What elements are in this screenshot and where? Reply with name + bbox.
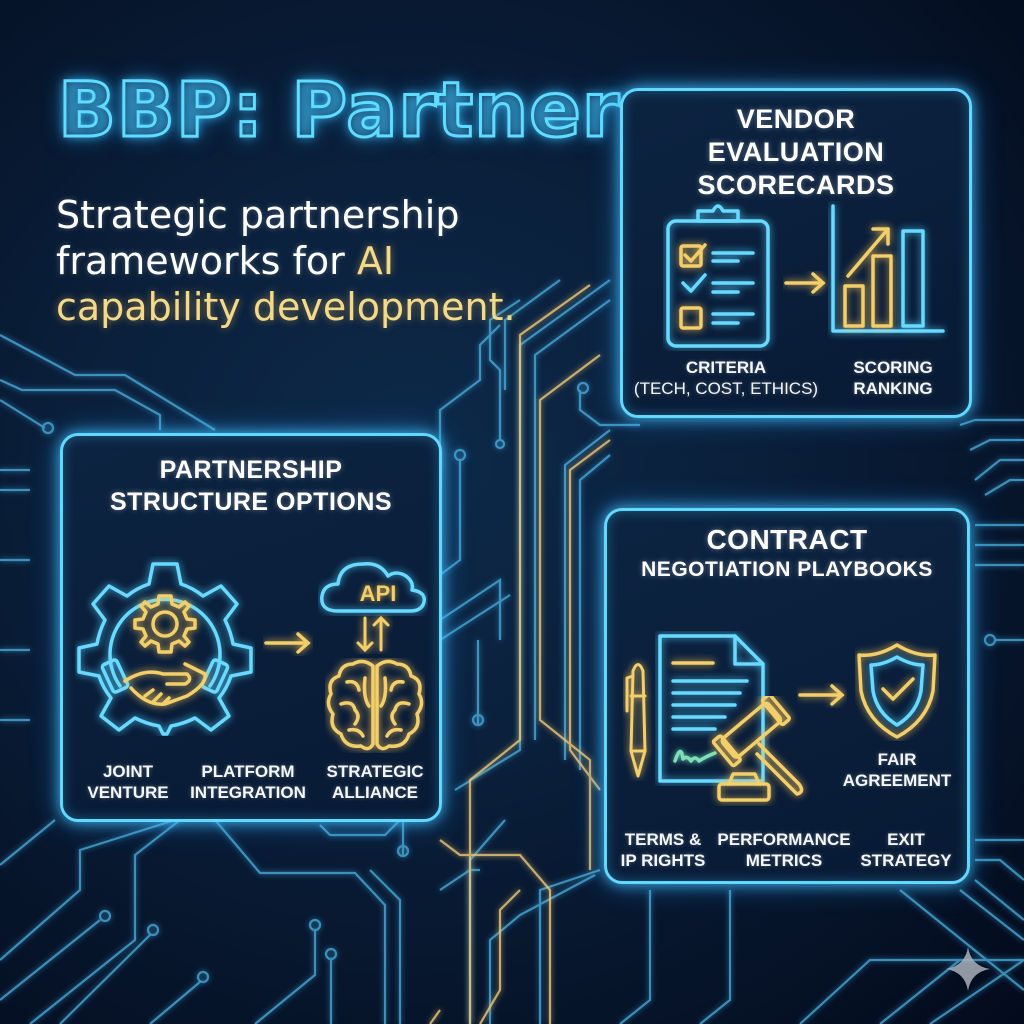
criteria-label: CRITERIA (TECH, COST, ETHICS)	[631, 357, 821, 399]
gear-handshake-icon	[77, 562, 253, 736]
arrow-right-icon	[798, 684, 845, 706]
exit-strategy-line-2: STRATEGY	[860, 851, 952, 870]
sync-arrows-icon	[356, 615, 390, 653]
strategic-alliance-line-2: ALLIANCE	[332, 783, 418, 802]
scoring-label-line-1: SCORING	[853, 358, 933, 377]
clipboard-checklist-icon	[666, 204, 770, 348]
sparkle-icon	[946, 947, 990, 991]
vendor-title-line-2: EVALUATION	[707, 137, 885, 167]
partnership-title-line-1: PARTNERSHIP	[159, 456, 343, 484]
fair-agreement-line-1: FAIR	[877, 750, 917, 769]
arrow-right-icon	[264, 632, 311, 654]
contract-panel-title: CONTRACT NEGOTIATION PLAYBOOKS	[607, 523, 967, 583]
terms-ip-rights-label: TERMS & IP RIGHTS	[613, 829, 713, 871]
pen-icon	[625, 663, 647, 778]
platform-integration-label: PLATFORM INTEGRATION	[183, 761, 313, 803]
criteria-label-line-1: CRITERIA	[685, 358, 767, 377]
subtitle-text: Strategic partnership frameworks for	[56, 193, 460, 283]
contract-negotiation-panel: CONTRACT NEGOTIATION PLAYBOOKS	[604, 508, 970, 884]
joint-venture-label: JOINT VENTURE	[73, 761, 183, 803]
gavel-icon	[711, 696, 804, 802]
strategic-alliance-line-1: STRATEGIC	[326, 762, 424, 781]
brain-icon	[326, 659, 424, 751]
api-text: API	[359, 581, 397, 606]
contract-title-line-1: CONTRACT	[706, 524, 868, 555]
cloud-api-icon	[320, 562, 426, 613]
exit-strategy-line-1: EXIT	[887, 830, 925, 849]
performance-metrics-line-2: METRICS	[745, 851, 823, 870]
arrow-right-icon	[784, 272, 826, 294]
scoring-label: SCORING RANKING	[838, 357, 948, 399]
partnership-structure-panel: PARTNERSHIP STRUCTURE OPTIONS API	[60, 433, 442, 822]
platform-integration-line-2: INTEGRATION	[190, 783, 306, 802]
terms-ip-line-2: IP RIGHTS	[620, 851, 706, 870]
fair-agreement-line-2: AGREEMENT	[842, 771, 952, 790]
performance-metrics-label: PERFORMANCE METRICS	[715, 829, 853, 871]
vendor-title-line-3: SCORECARDS	[697, 170, 895, 200]
platform-integration-line-1: PLATFORM	[201, 762, 295, 781]
partnership-title-line-2: STRUCTURE OPTIONS	[109, 488, 393, 516]
contract-title-line-2: NEGOTIATION PLAYBOOKS	[641, 558, 933, 581]
shield-check-icon	[857, 643, 937, 739]
joint-venture-line-2: VENTURE	[87, 783, 169, 802]
document-signature-icon	[658, 634, 765, 783]
strategic-alliance-label: STRATEGIC ALLIANCE	[317, 761, 433, 803]
vendor-panel-title: VENDOR EVALUATION SCORECARDS	[623, 103, 969, 202]
partnership-panel-title: PARTNERSHIP STRUCTURE OPTIONS	[63, 454, 439, 518]
scoring-label-line-2: RANKING	[853, 379, 933, 398]
criteria-label-line-2: (TECH, COST, ETHICS)	[633, 379, 819, 398]
bar-chart-growth-icon	[831, 204, 945, 333]
subtitle: Strategic partnership frameworks for AI …	[56, 192, 536, 330]
fair-agreement-label: FAIR AGREEMENT	[837, 749, 957, 791]
vendor-title-line-1: VENDOR	[736, 104, 856, 134]
joint-venture-line-1: JOINT	[102, 762, 154, 781]
performance-metrics-line-1: PERFORMANCE	[717, 830, 851, 849]
terms-ip-line-1: TERMS &	[624, 830, 702, 849]
exit-strategy-label: EXIT STRATEGY	[853, 829, 959, 871]
subtitle-highlight: AI capability development.	[56, 239, 516, 329]
page-title: BBP: Partner	[56, 65, 621, 154]
vendor-evaluation-panel: VENDOR EVALUATION SCORECARDS	[620, 88, 972, 418]
